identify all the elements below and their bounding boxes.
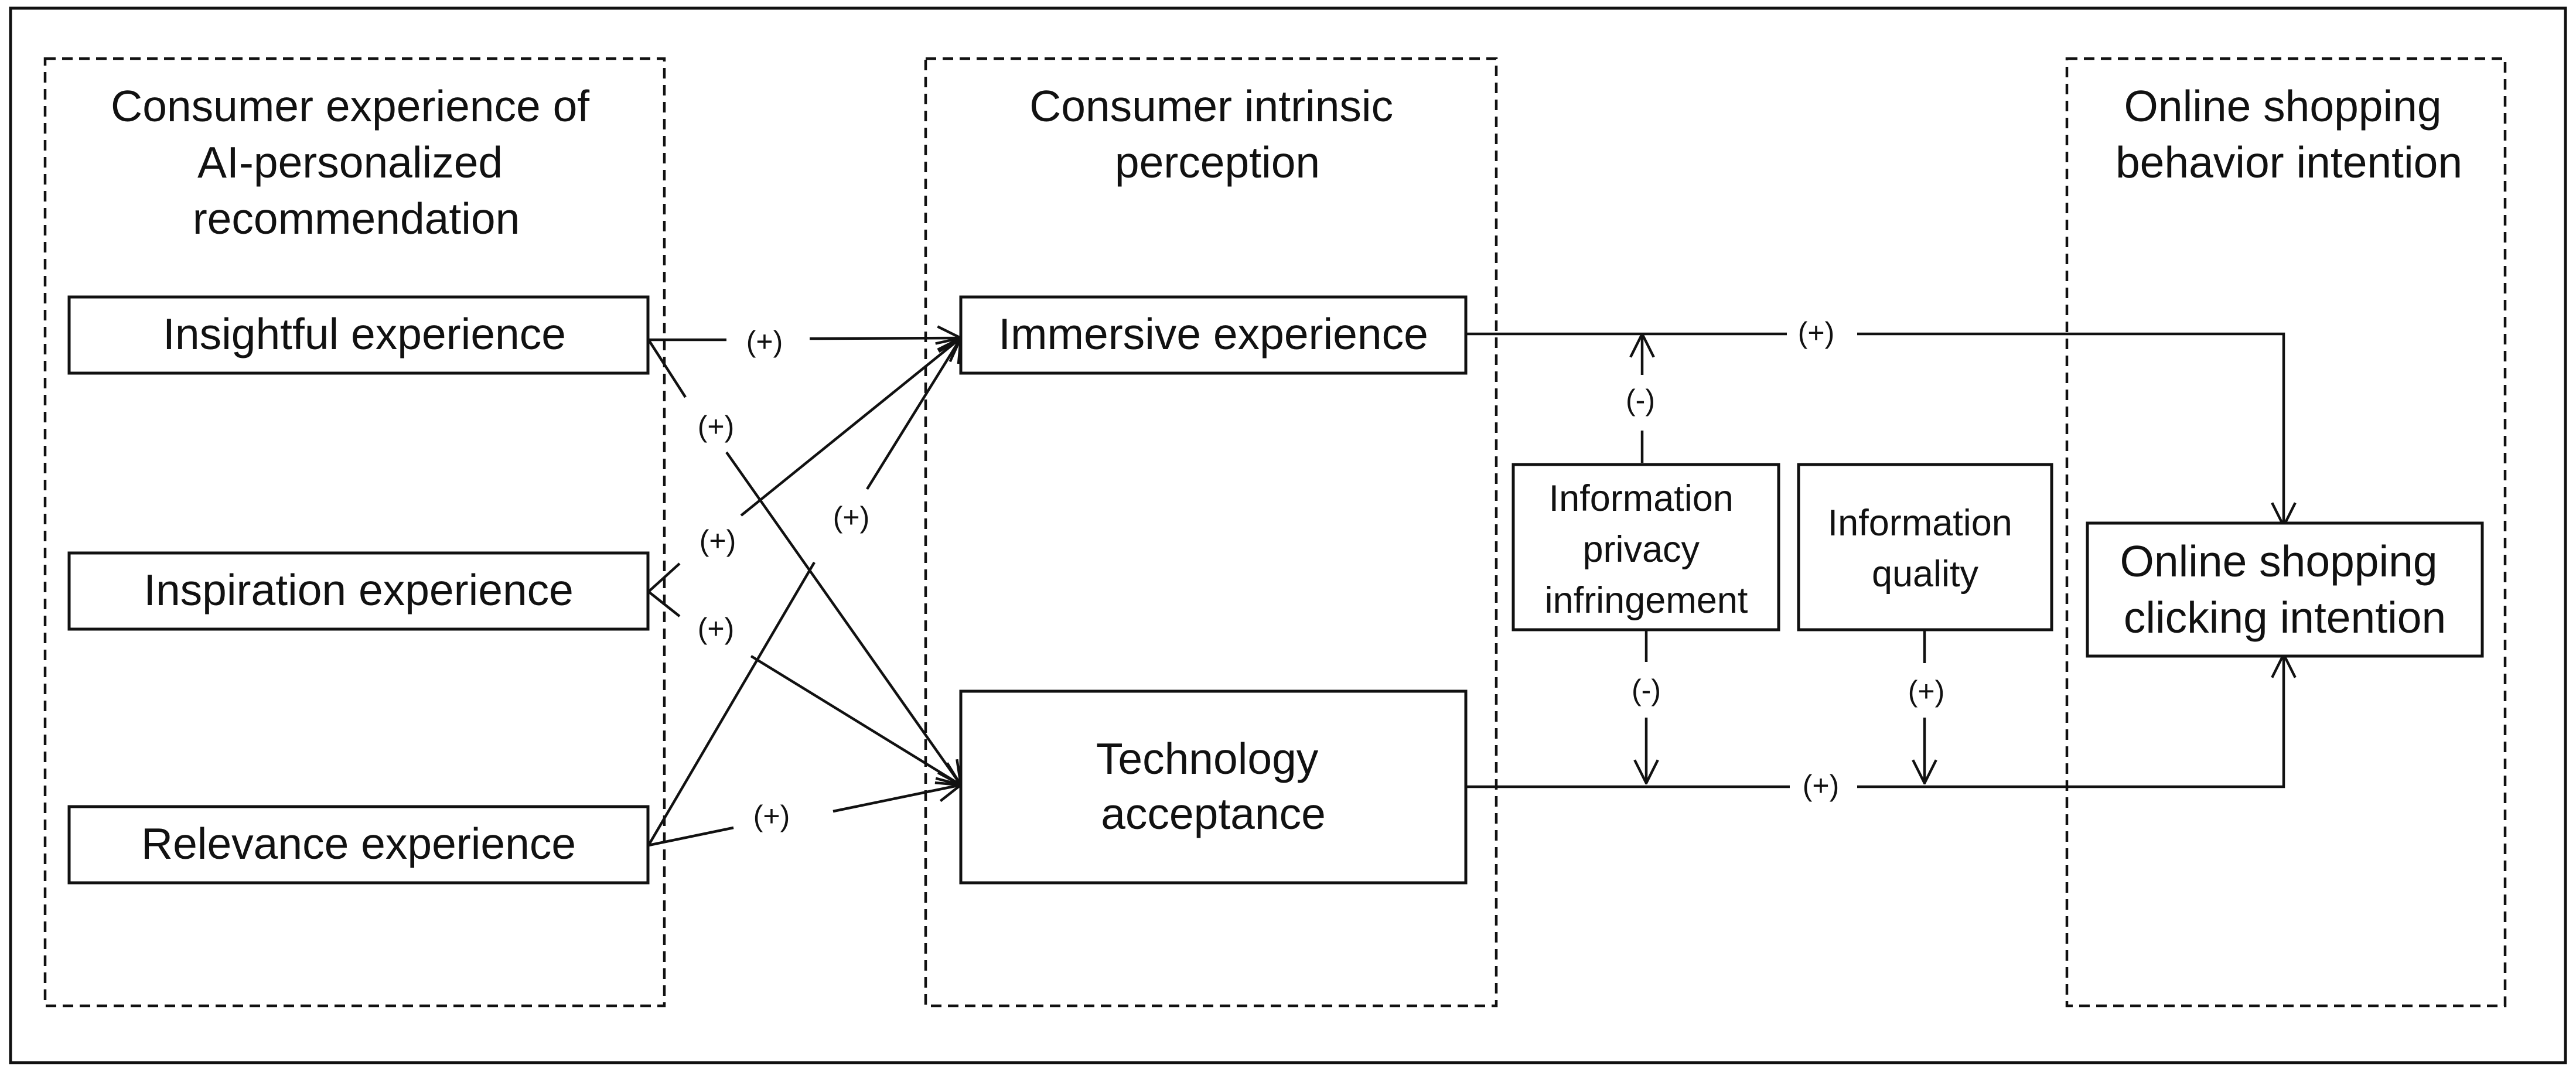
- sign-privacy-lower: (-): [1632, 674, 1661, 706]
- path-relevance-immersive-b: [866, 338, 961, 490]
- node-label-insightful-experience: Insightful experience: [163, 309, 566, 359]
- sign-technology-clicking: (+): [1803, 769, 1840, 802]
- sign-immersive-clicking: (+): [1798, 316, 1835, 349]
- node-information-privacy-infringement: [1512, 463, 1780, 631]
- outer-frame: [9, 6, 2567, 1064]
- path-insightful-technology-b: [725, 451, 961, 785]
- node-online-shopping-clicking-intention: [2086, 521, 2484, 658]
- sign-relevance-technology: (+): [753, 800, 790, 832]
- group-title-behavior-intention: Online shopping behavior intention: [2116, 81, 2462, 187]
- path-inspiration-immersive-a: [649, 562, 681, 592]
- node-relevance-experience: [67, 805, 650, 885]
- node-inspiration-experience: [67, 551, 650, 631]
- node-immersive-experience: [959, 295, 1468, 375]
- node-label-technology-acceptance: Technology acceptance: [1096, 734, 1330, 838]
- node-insightful-experience: [67, 295, 650, 375]
- group-title-consumer-experience: Consumer experience of AI-personalized r…: [111, 81, 602, 243]
- group-frame-intrinsic-perception: [924, 57, 1498, 1008]
- path-immersive-clicking-b: [1857, 332, 2284, 526]
- path-inspiration-technology-a: [647, 590, 681, 617]
- node-label-inspiration-experience: Inspiration experience: [144, 565, 574, 614]
- node-information-quality: [1797, 463, 2053, 631]
- sign-insightful-immersive: (+): [746, 325, 783, 358]
- path-inspiration-immersive-b: [740, 338, 961, 517]
- node-label-information-privacy-infringement: Information privacy infringement: [1545, 478, 1748, 621]
- path-relevance-immersive-a: [647, 561, 816, 846]
- node-label-relevance-experience: Relevance experience: [141, 819, 576, 868]
- sign-inspiration-technology: (+): [698, 612, 735, 645]
- group-title-intrinsic-perception: Consumer intrinsic perception: [1029, 81, 1405, 187]
- path-relevance-technology-b: [832, 785, 961, 813]
- sign-inspiration-immersive: (+): [700, 524, 736, 557]
- sign-privacy-upper: (-): [1626, 384, 1655, 416]
- node-technology-acceptance: [959, 689, 1468, 885]
- path-relevance-technology-a: [648, 826, 734, 847]
- group-frame-behavior-intention: [2065, 57, 2507, 1008]
- node-label-online-shopping-clicking-intention: Online shopping clicking intention: [2120, 537, 2450, 642]
- path-inspiration-technology-b: [750, 655, 961, 785]
- connectors: [647, 332, 2284, 847]
- node-label-information-quality: Information quality: [1828, 503, 2023, 595]
- group-frame-consumer-experience: [43, 57, 666, 1008]
- sign-quality-lower: (+): [1908, 675, 1945, 708]
- sign-relevance-immersive: (+): [833, 501, 870, 534]
- path-insightful-technology-a: [647, 339, 687, 398]
- path-technology-clicking-b: [1857, 654, 2284, 788]
- path-insightful-immersive-b: [809, 338, 961, 339]
- sign-insightful-technology: (+): [698, 410, 735, 443]
- node-label-immersive-experience: Immersive experience: [998, 309, 1428, 359]
